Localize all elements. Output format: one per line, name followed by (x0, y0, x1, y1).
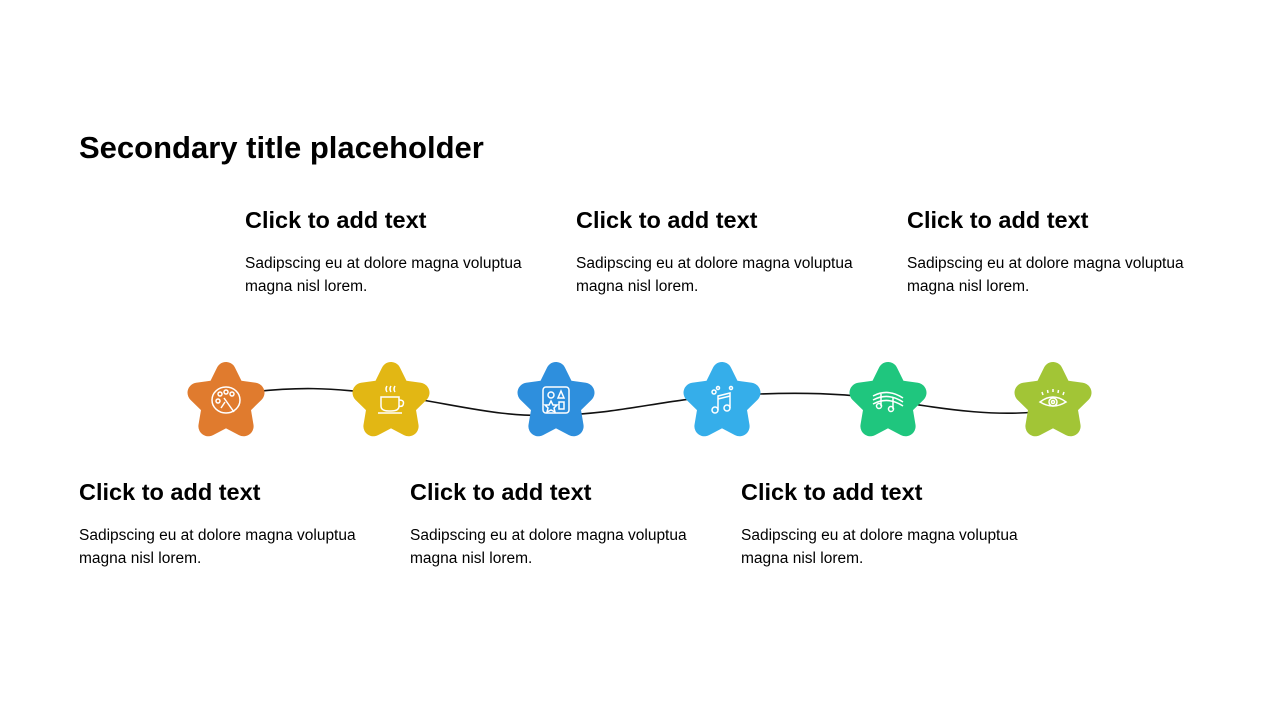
palette-icon (211, 386, 241, 414)
star-marker-1 (187, 362, 265, 437)
block-heading[interactable]: Click to add text (576, 207, 758, 233)
star-shape (683, 362, 761, 437)
block-body[interactable]: Sadipscing eu at dolore magna voluptua m… (907, 255, 1184, 295)
star-marker-4 (683, 362, 761, 437)
music-staff-icon (872, 391, 904, 413)
star-shape (517, 362, 595, 437)
eye-icon (1038, 389, 1068, 407)
block-heading[interactable]: Click to add text (741, 479, 923, 505)
block-body[interactable]: Sadipscing eu at dolore magna voluptua m… (741, 527, 1018, 567)
star-shape (187, 362, 265, 437)
music-note-icon (711, 385, 734, 414)
coffee-cup-icon (378, 385, 405, 414)
block-heading[interactable]: Click to add text (410, 479, 592, 505)
block-heading[interactable]: Click to add text (79, 479, 261, 505)
star-shape (352, 362, 430, 437)
star-marker-6 (1014, 362, 1092, 437)
block-body[interactable]: Sadipscing eu at dolore magna voluptua m… (245, 255, 522, 295)
shapes-board-icon (542, 386, 570, 414)
block-body[interactable]: Sadipscing eu at dolore magna voluptua m… (79, 527, 356, 567)
connector-curve (225, 387, 1054, 417)
block-heading[interactable]: Click to add text (907, 207, 1089, 233)
star-marker-2 (352, 362, 430, 437)
block-body[interactable]: Sadipscing eu at dolore magna voluptua m… (410, 527, 687, 567)
star-marker-3 (517, 362, 595, 437)
block-heading[interactable]: Click to add text (245, 207, 427, 233)
page-title[interactable]: Secondary title placeholder (79, 130, 484, 165)
star-marker-5 (849, 362, 927, 437)
star-shape (849, 362, 927, 437)
star-shape (1014, 362, 1092, 437)
block-body[interactable]: Sadipscing eu at dolore magna voluptua m… (576, 255, 853, 295)
